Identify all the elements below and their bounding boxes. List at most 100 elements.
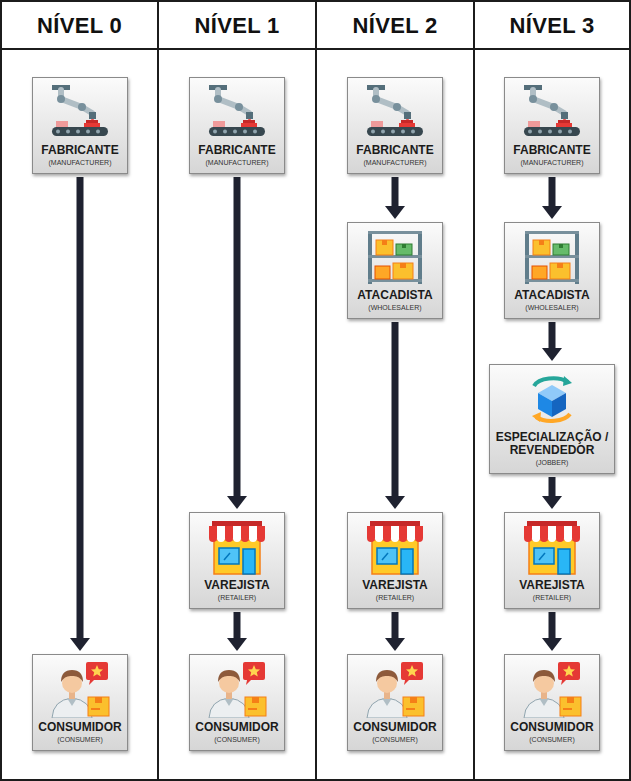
member-subtitle: (CONSUMER) [352, 735, 438, 744]
member-icon-use [209, 85, 265, 136]
arrow-shaft [392, 177, 399, 207]
arrow-shaft [77, 177, 84, 639]
arrow-shaft [392, 322, 399, 497]
member-icon [520, 370, 584, 428]
arrow-shaft [549, 612, 556, 639]
member-subtitle: (RETAILER) [509, 593, 595, 602]
member-icon-use [524, 85, 580, 136]
channel-member-box: ATACADISTA(WHOLESALER) [504, 222, 600, 319]
member-icon-use [525, 231, 579, 284]
flow-arrow [542, 177, 562, 219]
member-icon [363, 660, 427, 718]
member-icon-use [532, 376, 572, 422]
member-icon-use [367, 662, 424, 718]
flow-arrow [385, 612, 405, 651]
member-icon [520, 660, 584, 718]
flow-arrow [542, 322, 562, 361]
channel-member-box: ATACADISTA(WHOLESALER) [347, 222, 443, 319]
member-subtitle: (MANUFACTURER) [509, 158, 595, 167]
member-title: CONSUMIDOR [194, 721, 280, 734]
level-heading: NÍVEL 2 [317, 2, 473, 50]
member-title: CONSUMIDOR [509, 721, 595, 734]
member-icon-use [524, 662, 581, 718]
arrow-head [70, 638, 90, 651]
member-subtitle: (RETAILER) [194, 593, 280, 602]
channel-member-box: FABRICANTE(MANUFACTURER) [189, 77, 285, 174]
flow-arrow [542, 477, 562, 509]
flow-arrow [385, 177, 405, 219]
channel-member-box: CONSUMIDOR(CONSUMER) [32, 654, 128, 751]
level-heading: NÍVEL 1 [159, 2, 315, 50]
flow-arrow [227, 177, 247, 509]
member-subtitle: (RETAILER) [352, 593, 438, 602]
member-icon [205, 518, 269, 576]
member-icon [48, 660, 112, 718]
channel-member-box: VAREJISTA(RETAILER) [347, 512, 443, 609]
member-title: FABRICANTE [352, 144, 438, 157]
member-title: CONSUMIDOR [352, 721, 438, 734]
channel-member-box: FABRICANTE(MANUFACTURER) [347, 77, 443, 174]
arrow-shaft [392, 612, 399, 639]
member-title: VAREJISTA [352, 579, 438, 592]
member-subtitle: (MANUFACTURER) [37, 158, 123, 167]
flow-arrow [542, 612, 562, 651]
flow-arrow [385, 322, 405, 509]
arrow-shaft [549, 322, 556, 349]
level-heading: NÍVEL 3 [475, 2, 629, 50]
member-icon-use [209, 662, 266, 718]
member-subtitle: (WHOLESALER) [352, 303, 438, 312]
member-title: ATACADISTA [509, 289, 595, 302]
channel-member-box: CONSUMIDOR(CONSUMER) [347, 654, 443, 751]
member-title: ESPECIALIZAÇÃO / REVENDEDOR [494, 431, 610, 457]
level-column: NÍVEL 0FABRICANTE(MANUFACTURER)CONSUMIDO… [0, 0, 159, 781]
member-title: VAREJISTA [194, 579, 280, 592]
channel-member-box: CONSUMIDOR(CONSUMER) [189, 654, 285, 751]
flow-arrow [70, 177, 90, 651]
member-title: CONSUMIDOR [37, 721, 123, 734]
member-subtitle: (MANUFACTURER) [352, 158, 438, 167]
arrow-head [227, 638, 247, 651]
channel-member-box: ESPECIALIZAÇÃO / REVENDEDOR(JOBBER) [489, 364, 615, 474]
arrow-shaft [234, 612, 241, 639]
arrow-head [542, 348, 562, 361]
member-title: FABRICANTE [509, 144, 595, 157]
member-subtitle: (WHOLESALER) [509, 303, 595, 312]
flow-arrow [227, 612, 247, 651]
channel-member-box: VAREJISTA(RETAILER) [189, 512, 285, 609]
arrow-head [542, 638, 562, 651]
channel-member-box: VAREJISTA(RETAILER) [504, 512, 600, 609]
member-icon-use [524, 521, 580, 574]
arrow-shaft [549, 177, 556, 207]
member-icon [520, 228, 584, 286]
member-icon-use [52, 662, 109, 718]
member-icon-use [368, 231, 422, 284]
member-icon-use [367, 85, 423, 136]
arrow-shaft [234, 177, 241, 497]
member-icon [520, 518, 584, 576]
arrow-head [385, 496, 405, 509]
member-icon-use [52, 85, 108, 136]
level-column: NÍVEL 1 FABRICANTE(MANUFACTURER) VAREJISTA… [157, 0, 317, 781]
member-icon [48, 83, 112, 141]
arrow-head [385, 206, 405, 219]
channel-member-box: FABRICANTE(MANUFACTURER) [32, 77, 128, 174]
member-title: VAREJISTA [509, 579, 595, 592]
arrow-head [542, 496, 562, 509]
member-title: FABRICANTE [194, 144, 280, 157]
member-icon [520, 83, 584, 141]
member-icon [205, 83, 269, 141]
member-subtitle: (MANUFACTURER) [194, 158, 280, 167]
member-title: FABRICANTE [37, 144, 123, 157]
level-column: NÍVEL 2 FABRICANTE(MANUFACTURER) ATACADIST… [315, 0, 475, 781]
member-subtitle: (CONSUMER) [509, 735, 595, 744]
arrow-head [385, 638, 405, 651]
channel-member-box: FABRICANTE(MANUFACTURER) [504, 77, 600, 174]
channel-member-box: CONSUMIDOR(CONSUMER) [504, 654, 600, 751]
member-icon [205, 660, 269, 718]
member-icon-use [209, 521, 265, 574]
level-column: NÍVEL 3 FABRICANTE(MANUFACTURER) ATACADIST… [473, 0, 631, 781]
member-icon [363, 228, 427, 286]
arrow-head [542, 206, 562, 219]
member-icon-use [367, 521, 423, 574]
